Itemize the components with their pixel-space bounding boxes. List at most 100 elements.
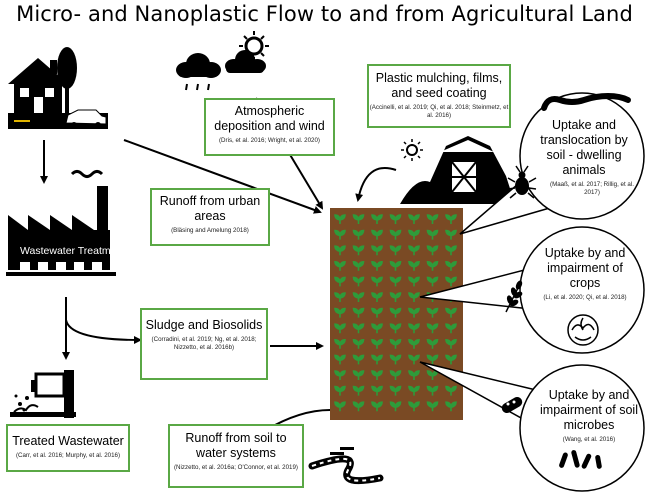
bubble-animals-cite: (Maaß, et al. 2017; Rillig, et al. 2017) [550,181,634,196]
bubble-microbes-title: Uptake by and impairment of soil microbe… [540,388,638,432]
plant-sprout-icon [389,401,402,412]
plant-sprout-icon [445,385,457,396]
plant-sprout-icon [389,338,402,349]
plant-sprout-icon [371,307,383,318]
box-sludge-cite: (Corradini, et al. 2019; Ng, et al. 2018… [151,336,257,351]
worm-icon [541,92,631,111]
bubble-microbes [519,364,645,492]
plant-sprout-icon [408,307,420,318]
plant-sprout-icon [371,260,383,271]
box-runoff-urban-title: Runoff from urban areas [159,194,261,223]
plant-sprout-icon [389,245,402,256]
plant-sprout-icon [389,354,402,365]
plant-sprout-icon [389,292,402,302]
plant-sprout-icon [426,401,439,412]
bubble-crops-cite: (Li, et al. 2020; Qi, et al. 2018) [543,294,627,301]
box-atmospheric-title: Atmospheric deposition and wind [214,104,325,133]
box-sludge-biosolids: Sludge and Biosolids (Corradini, et al. … [140,308,268,380]
plant-sprout-icon [371,229,383,240]
plant-sprout-icon [445,260,457,271]
sun-icon [401,139,423,161]
bubble-animals-title: Uptake and translocation by soil - dwell… [540,118,628,177]
plant-sprout-icon [352,338,365,349]
box-mulching-title: Plastic mulching, films, and seed coatin… [375,71,503,100]
plant-sprout-icon [426,229,439,240]
plant-sprout-icon [445,323,457,334]
plant-sprout-icon [389,385,402,396]
plant-sprout-icon [352,292,365,302]
plant-sprout-icon [445,354,457,365]
plant-sprout-icon [408,323,420,334]
plant-sprout-icon [389,276,402,287]
car-icon [65,109,107,128]
box-runoff-soil: Runoff from soil to water systems (Nizze… [168,424,304,488]
box-treated-wastewater: Treated Wastewater (Carr, et al. 2016; M… [6,424,130,472]
plant-sprout-icon [352,323,365,334]
box-runoff-urban-cite: (Bläsing and Amelung 2018) [171,227,249,234]
plant-sprout-icon [408,245,420,256]
sun-cloud-icon [225,31,269,73]
plant-sprout-icon [426,354,439,365]
plant-sprout-icon [445,401,457,412]
plant-sprout-icon [371,354,383,365]
plant-sprout-icon [426,385,439,396]
plant-sprout-icon [352,307,365,318]
plant-sprout-icon [352,401,365,412]
plant-sprout-icon [408,401,420,412]
bubble-crops-title: Uptake by and impairment of crops [544,246,626,290]
plant-sprout-icon [408,229,420,240]
plant-sprout-icon [371,338,383,349]
plant-sprout-icon [408,370,420,380]
plant-sprout-icon [334,229,346,240]
plant-sprout-icon [352,229,365,240]
plant-sprout-icon [408,385,420,396]
plant-sprout-icon [352,260,365,271]
plant-sprout-icon [445,214,457,224]
plant-sprout-icon [445,229,457,240]
plant-sprout-icon [334,338,346,349]
plant-sprout-icon [334,370,346,380]
plant-sprout-icon [408,338,420,349]
plant-sprout-icon [426,260,439,271]
plant-sprout-icon [445,338,457,349]
plant-sprout-icon [334,245,346,256]
plant-sprout-icon [389,370,402,380]
house-icon [8,58,68,114]
plant-sprout-icon [352,245,365,256]
plant-sprout-icon [426,338,439,349]
plant-sprout-icon [408,276,420,287]
plant-sprout-icon [334,276,346,287]
plant-sprout-icon [352,385,365,396]
plant-sprout-icon [334,214,346,224]
cloud-rain-icon [176,53,221,91]
stream-icon [308,447,384,485]
plant-sprout-icon [426,276,439,287]
plant-sprout-icon [371,214,383,224]
plant-sprout-icon [371,276,383,287]
box-runoff-soil-title: Runoff from soil to water systems [185,431,287,460]
wheat-icon [505,280,523,313]
plant-sprout-icon [334,401,346,412]
plant-sprout-icon [426,307,439,318]
plant-sprout-icon [352,214,365,224]
bubble-microbes-text: Uptake by and impairment of soil microbe… [540,388,638,444]
box-treated-cite: (Carr, et al. 2016; Murphy, et al. 2016) [15,452,121,459]
plant-sprout-icon [371,385,383,396]
box-atmospheric-cite: (Dris, et al. 2016; Wright, et al. 2020) [219,137,320,144]
factory-icon [6,186,116,276]
plant-sprout-icon [426,245,439,256]
box-treated-title: Treated Wastewater [12,434,124,448]
plant-sprout-icon [408,214,420,224]
tree-icon [57,47,77,114]
bubble-crops-text: Uptake by and impairment of crops (Li, e… [540,246,630,302]
bacteria-icon [501,397,602,469]
plant-sprout-icon [352,354,365,365]
factory-label: Wastewater Treatment [20,245,126,257]
plant-sprout-icon [408,354,420,365]
box-mulching-cite: (Accinelli, et al. 2019; Qi, et al. 2018… [369,104,509,119]
bubble-microbes-cite: (Wang, et al. 2016) [562,436,616,443]
plant-sprout-icon [334,354,346,365]
plant-sprout-icon [389,229,402,240]
beetle-icon [507,165,537,199]
